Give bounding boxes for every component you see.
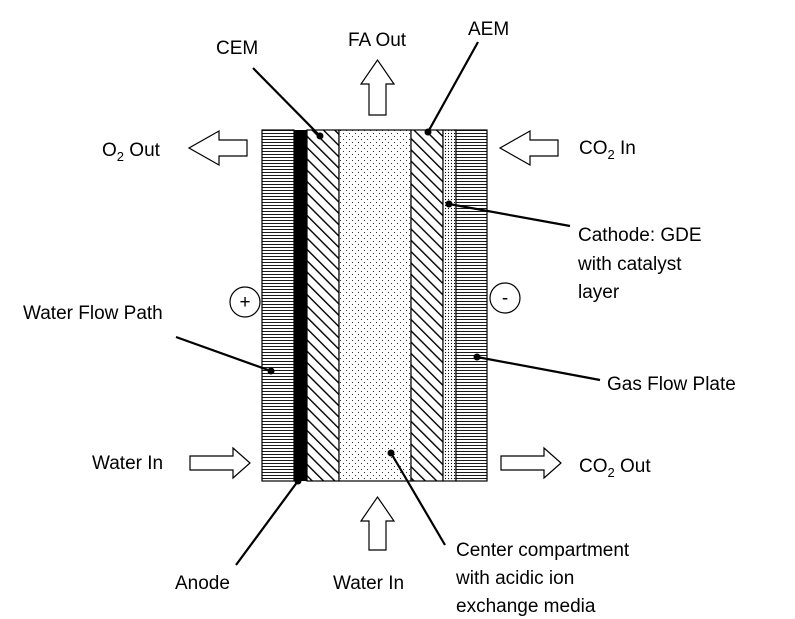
cathode-gde bbox=[442, 129, 457, 482]
co2-out-arrow bbox=[500, 446, 562, 480]
negative-terminal: - bbox=[489, 282, 521, 314]
gas-flow-plate bbox=[455, 129, 488, 482]
anode-label: Anode bbox=[175, 573, 230, 594]
center-compartment-label-line2: with acidic ion bbox=[455, 568, 574, 589]
water-in-left-arrow bbox=[189, 446, 251, 480]
water-flow-path-leader bbox=[175, 335, 272, 373]
plus-sign: + bbox=[239, 292, 250, 313]
o2-out-arrow bbox=[187, 129, 248, 167]
center-compartment-label-line1: Center compartment bbox=[456, 540, 630, 561]
anode-layer bbox=[294, 130, 307, 481]
water-in-bottom-arrow bbox=[359, 495, 396, 551]
co2-in-arrow bbox=[498, 129, 559, 167]
aem-leader bbox=[427, 41, 479, 133]
minus-sign: - bbox=[502, 288, 508, 309]
cem-membrane bbox=[306, 129, 340, 482]
anode-flow-plate bbox=[261, 129, 295, 482]
positive-terminal: + bbox=[229, 286, 261, 318]
o2-out-label: O2 Out bbox=[102, 140, 161, 164]
cathode-label-line1: Cathode: GDE bbox=[578, 225, 702, 246]
cem-leader bbox=[252, 67, 321, 137]
gas-flow-plate-label: Gas Flow Plate bbox=[607, 374, 736, 395]
center-compartment bbox=[338, 129, 412, 482]
fa-out-label: FA Out bbox=[348, 30, 407, 51]
cem-label: CEM bbox=[216, 38, 258, 59]
water-flow-path-label: Water Flow Path bbox=[23, 303, 163, 324]
fa-out-arrow bbox=[359, 58, 396, 116]
gas-flow-plate-leader bbox=[476, 355, 601, 382]
cell-body bbox=[261, 129, 488, 482]
cathode-leader bbox=[448, 202, 571, 228]
cathode-label-line2: with catalyst bbox=[577, 254, 682, 275]
co2-out-label: CO2 Out bbox=[579, 456, 651, 480]
aem-label: AEM bbox=[468, 19, 509, 40]
co2-in-label: CO2 In bbox=[579, 138, 636, 162]
center-compartment-leader bbox=[390, 452, 446, 546]
cathode-label-line3: layer bbox=[578, 282, 620, 303]
center-compartment-label-line3: exchange media bbox=[456, 596, 596, 617]
anode-leader bbox=[235, 480, 299, 566]
water-in-bottom-label: Water In bbox=[333, 573, 404, 594]
water-in-left-label: Water In bbox=[92, 453, 163, 474]
aem-membrane bbox=[410, 129, 444, 482]
